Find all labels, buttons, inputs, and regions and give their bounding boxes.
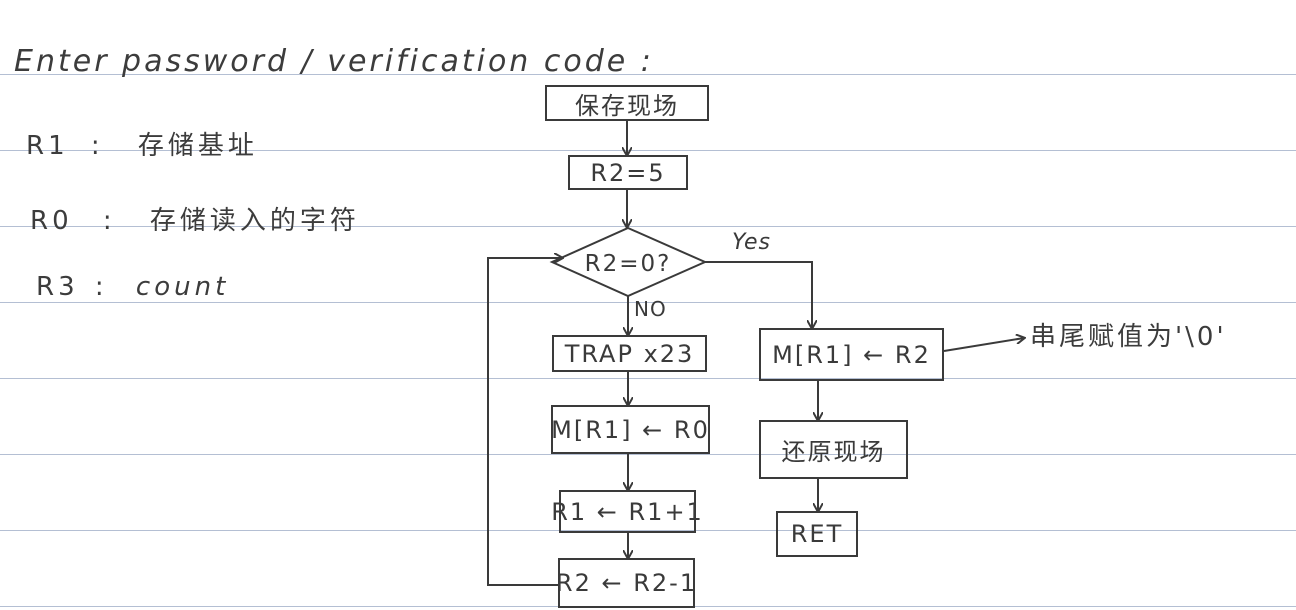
edge-decision-yes bbox=[705, 261, 812, 328]
rule-line bbox=[0, 302, 1296, 303]
note-desc: count bbox=[135, 272, 230, 302]
note-sep: : bbox=[94, 272, 108, 302]
node-inc-r1: R1 ← R1+1 bbox=[551, 490, 702, 533]
rule-line bbox=[0, 454, 1296, 455]
edge-annotation bbox=[943, 338, 1024, 352]
note-reg: R1 bbox=[26, 131, 69, 161]
rule-line bbox=[0, 530, 1296, 531]
node-restore-context: 还原现场 bbox=[759, 420, 908, 479]
rule-line bbox=[0, 150, 1296, 151]
page-title: Enter password / verification code : bbox=[14, 44, 654, 79]
node-dec-r2: R2 ← R2-1 bbox=[556, 558, 695, 608]
node-store-r0: M[R1] ← R0 bbox=[551, 405, 710, 454]
node-trap: TRAP x23 bbox=[552, 335, 707, 372]
annotation-null-terminator: 串尾赋值为'\0' bbox=[1030, 322, 1227, 352]
note-desc: 存储基址 bbox=[137, 131, 258, 161]
rule-line bbox=[0, 226, 1296, 227]
edge-label-yes: Yes bbox=[732, 230, 772, 255]
node-init-r2: R2=5 bbox=[568, 155, 688, 190]
edge-label-no: NO bbox=[634, 297, 667, 321]
note-r1: R1 : 存储基址 bbox=[26, 125, 258, 162]
note-reg: R3 bbox=[36, 272, 79, 302]
note-r0: R0 : 存储读入的字符 bbox=[30, 200, 360, 237]
note-sep: : bbox=[90, 131, 104, 161]
note-reg: R0 bbox=[30, 206, 73, 236]
edge-loop-back bbox=[487, 258, 562, 586]
node-store-r2: M[R1] ← R2 bbox=[759, 328, 944, 381]
node-decision-label: R2=0? bbox=[584, 251, 672, 277]
node-save-context: 保存现场 bbox=[545, 85, 709, 121]
node-ret: RET bbox=[776, 511, 858, 557]
note-desc: 存储读入的字符 bbox=[149, 206, 360, 236]
rule-line bbox=[0, 378, 1296, 379]
note-r3: R3 : count bbox=[36, 272, 229, 302]
rule-line bbox=[0, 74, 1296, 75]
note-sep: : bbox=[102, 206, 116, 236]
